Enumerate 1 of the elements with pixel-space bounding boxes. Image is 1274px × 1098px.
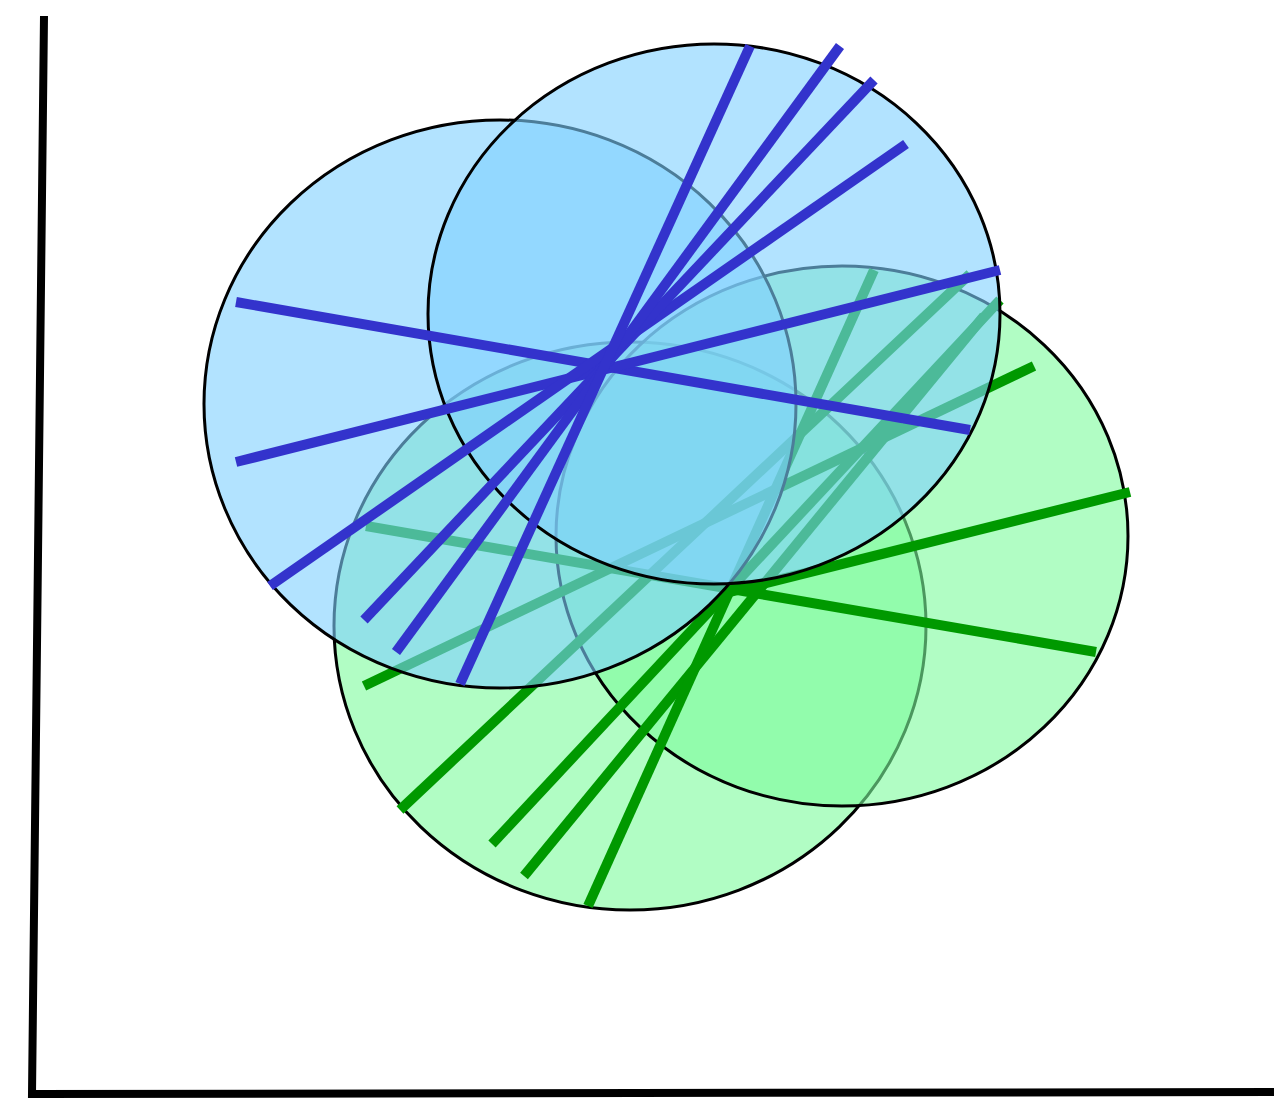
overlapping-ellipses-drawing: [202, 42, 1132, 912]
